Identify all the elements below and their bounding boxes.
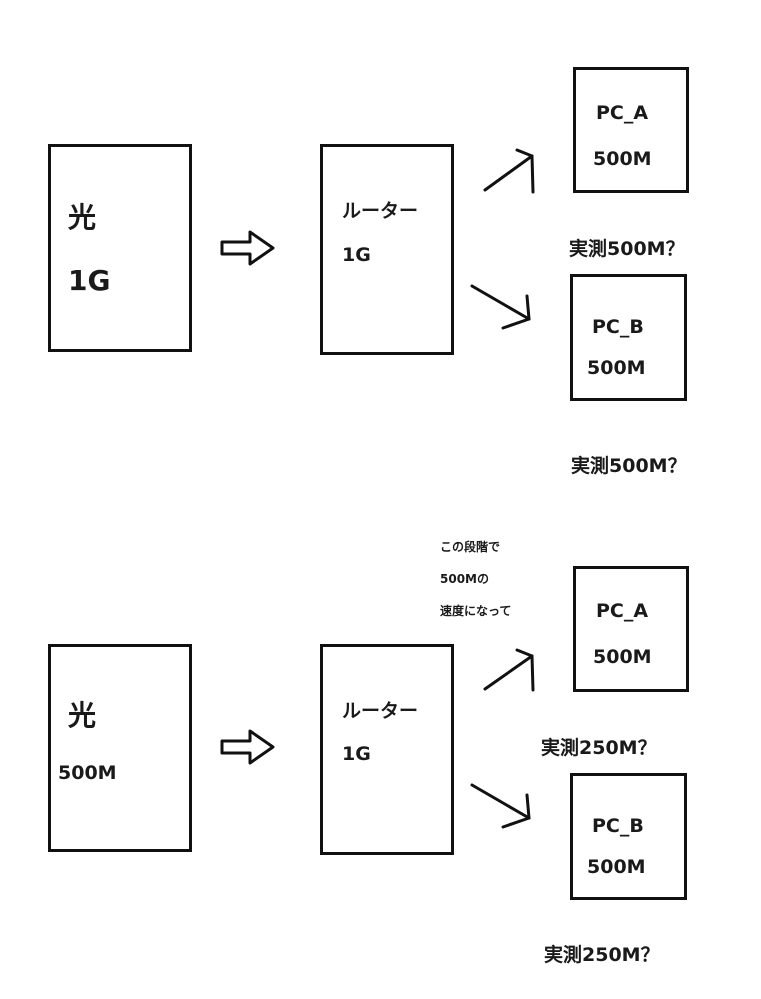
top-pc-a-measured: 実測500M？	[569, 238, 685, 260]
bottom-pc-a-box	[573, 566, 689, 692]
bottom-note-line-3: 速度になって	[440, 604, 512, 618]
bottom-router-speed: 1G	[342, 743, 371, 765]
bottom-source-name: 光	[68, 699, 97, 732]
bottom-pc-a-name: PC_A	[596, 600, 649, 622]
bottom-arrow-to-pc-b-icon	[470, 783, 531, 829]
bottom-source-speed: 500M	[58, 762, 117, 784]
top-source-speed: 1G	[68, 264, 111, 297]
top-source-box	[48, 144, 192, 352]
bottom-source-box	[48, 644, 192, 852]
bottom-arrow-to-pc-a-icon	[483, 648, 535, 692]
bottom-note-line-2: 500Mの	[440, 572, 489, 586]
bottom-pc-a-measured: 実測250M？	[541, 737, 657, 759]
top-arrow-to-pc-b-icon	[470, 284, 531, 330]
top-pc-a-box	[573, 67, 689, 193]
bottom-pc-b-name: PC_B	[592, 815, 644, 837]
bottom-pc-b-speed: 500M	[587, 856, 646, 878]
top-pc-a-name: PC_A	[596, 102, 649, 124]
top-pc-b-box	[570, 274, 687, 401]
bottom-pc-a-speed: 500M	[593, 646, 652, 668]
bottom-pc-b-box	[570, 773, 687, 900]
top-pc-b-name: PC_B	[592, 316, 644, 338]
top-pc-b-measured: 実測500M？	[571, 455, 687, 477]
top-source-name: 光	[68, 201, 97, 234]
bottom-block-arrow-icon	[220, 729, 275, 765]
top-router-box	[320, 144, 454, 355]
bottom-router-box	[320, 644, 454, 855]
top-router-name: ルーター	[342, 200, 419, 222]
top-pc-a-speed: 500M	[593, 148, 652, 170]
top-block-arrow-icon	[220, 230, 275, 266]
top-arrow-to-pc-a-icon	[483, 148, 535, 194]
bottom-note-line-1: この段階で	[440, 540, 501, 554]
bottom-pc-b-measured: 実測250M？	[544, 944, 660, 966]
bottom-router-name: ルーター	[342, 700, 419, 722]
top-router-speed: 1G	[342, 244, 371, 266]
top-pc-b-speed: 500M	[587, 357, 646, 379]
